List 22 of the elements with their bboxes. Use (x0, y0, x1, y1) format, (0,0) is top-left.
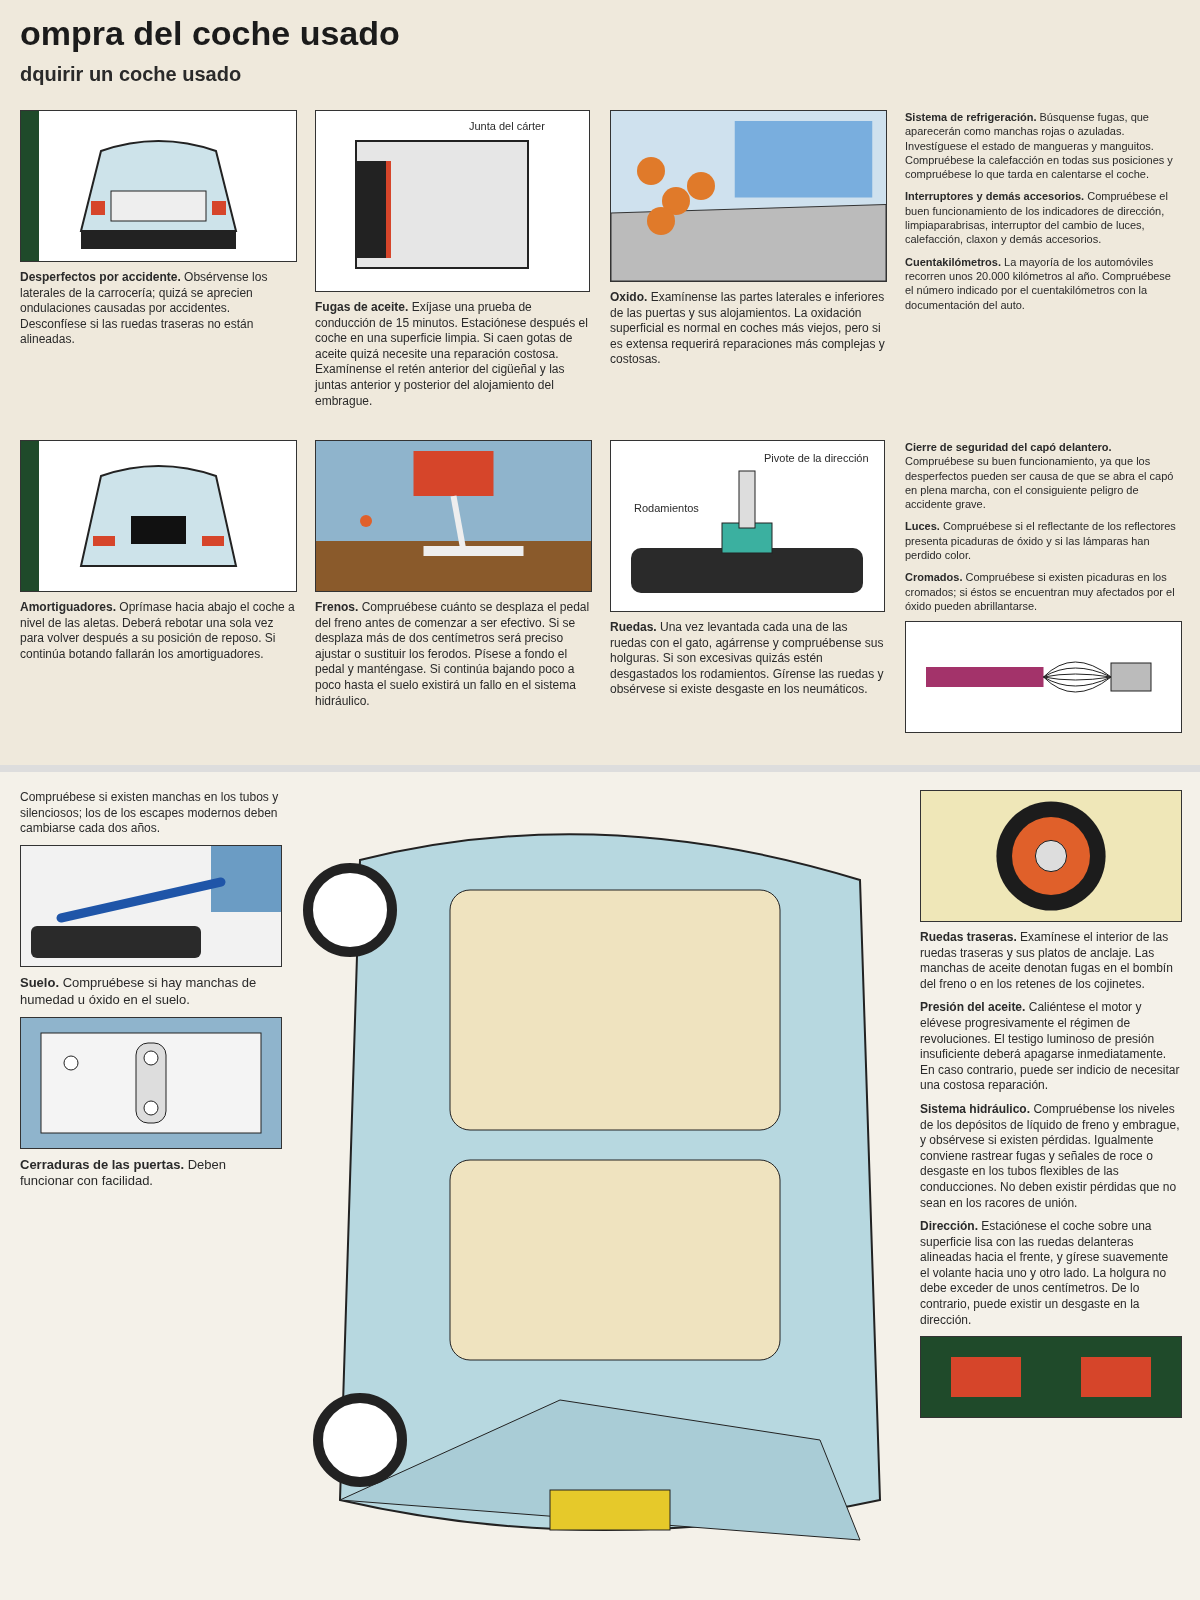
paragraph: Suelo. Compruébese si hay manchas de humedad u óxido en el suelo. (20, 974, 258, 1009)
paragraph: Dirección. Estaciónese el coche sobre una superficie lisa con las ruedas delanteras alineadas hacia el frente, y gírese suavemente el volante hacia uno y otro lado. La holgura no debe exceder de unos centímetros. De lo contrario, puede existir un desgaste en la dirección. (920, 1219, 1170, 1329)
paragraph: Cromados. Compruébese si existen picaduras en los cromados; si éstos se encuentran muy afectados por el óxido pueden abrillantarse. (905, 570, 1176, 614)
paragraph: Interruptores y demás accesorios. Compruébese el buen funcionamiento de los indicadores de dirección, limpiaparabrisas, interruptor del cambio de luces, calefacción, claxon y demás accesorios. (905, 189, 1169, 247)
paragraph: Frenos. Compruébese cuánto se desplaza el pedal del freno antes de comenzar a ser efectivo. Si se desplaza más de dos centímetros será preciso ajustar o sustituir los ferodos. Písese a fondo el pedal y manténgase. Si continúa bajando poco a poco hasta el suelo existirá un fallo en el sistema hidráulico. (315, 600, 590, 710)
paragraph: Cuentakilómetros. La mayoría de los automóviles recorren unos 20.000 kilómetros al año. Compruébese el número indicado por el cuentakilómetros con la documentación del auto. (905, 254, 1172, 312)
paragraph: Sistema hidráulico. Compruébense los niveles de los depósitos de líquido de freno y embrague, y obsérvese si existen pérdidas. Igualmente conviene rastrear fugas y señales de roce o desgaste en los tubos flexibles de las conducciones. No deben existir pérdidas que no sean en los racores de unión. (920, 1101, 1180, 1212)
paragraph: Cierre de seguridad del capó delantero. Compruébese su buen funcionamiento, ya que los desperfectos pueden ser causa de que se abra el capó en plena marcha, con el consiguiente peligro de accidente grave. (905, 440, 1175, 512)
paragraph: Luces. Compruébese si el reflectante de los reflectores presenta picaduras de óxido y si las lámparas han perdido color. (905, 519, 1177, 563)
paragraph: Compruébese si existen manchas en los tubos y silenciosos; los de los escapes modernos deben cambiarse cada dos años. (20, 790, 280, 837)
part-label: Junta del cárter (466, 119, 548, 133)
subtitle: dquirir un coche usado (20, 62, 243, 87)
page-title: ompra del coche usado (20, 14, 401, 53)
paragraph: Desperfectos por accidente. Obsérvense los laterales de la carrocería; quizá se aprecien ondulaciones causadas por accidentes. Desconfíese si las ruedas traseras no están alineadas. (20, 270, 269, 348)
paragraph: Presión del aceite. Caliéntese el motor y elévese progresivamente el régimen de revoluciones. El testigo luminoso de presión insuficiente deberá apagarse inmediatamente. En caso contrario, puede ser indicio de necesitar una costosa reparación. (920, 1000, 1180, 1094)
paragraph: Oxido. Examínense las partes laterales e inferiores de las puertas y sus alojamientos. La oxidación superficial es normal en coches más viejos, pero si es extensa requerirá reparaciones más complejas y costosas. (610, 290, 885, 368)
paragraph: Cerraduras de las puertas. Deben funcionar con facilidad. (20, 1156, 227, 1191)
part-label: Rodamientos (631, 501, 702, 515)
paragraph: Ruedas traseras. Examínese el interior de las ruedas traseras y sus platos de anclaje. Las manchas de aceite denotan fugas en el bombín del freno o en los retenes de los cojinetes. (920, 930, 1174, 993)
paragraph: Fugas de aceite. Exíjase una prueba de conducción de 15 minutos. Estaciónese después el coche en una superficie limpia. Si caen gotas de aceite quizá necesite una reparación costosa. Examínense el retén anterior del cigüeñal y las juntas anterior y posterior del alojamiento del embrague. (315, 300, 589, 410)
paragraph: Amortiguadores. Oprímase hacia abajo el coche a nivel de las aletas. Deberá rebotar una sola vez para volver después a su posición de reposo. Si continúa botando fallarán los amortiguadores. (20, 600, 295, 663)
paragraph: Sistema de refrigeración. Búsquense fugas, que aparecerán como manchas rojas o azuladas. Investíguese el estado de mangueras y manguitos. Compruébese la calefacción en todas sus posiciones y compruébese lo que tarda en calentarse el coche. (905, 110, 1174, 182)
